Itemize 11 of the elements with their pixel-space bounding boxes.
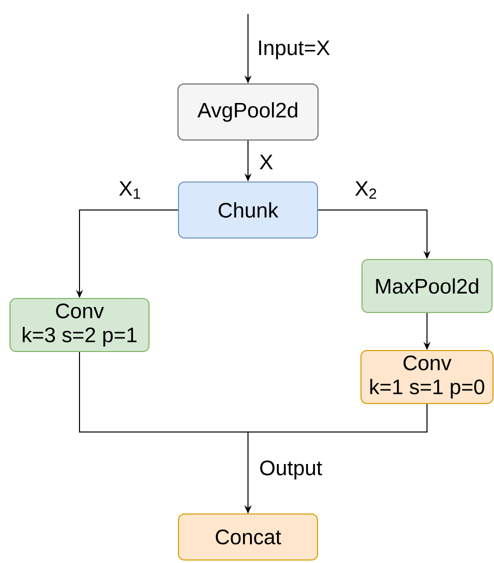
process-box: Chunk [178, 182, 318, 238]
edge-label: X [258, 154, 274, 170]
edge-label: X$_{2}$ [354, 180, 378, 200]
process-box: AvgPool2d [178, 84, 318, 140]
process-box: Conv k=1 s=1 p=0 [360, 350, 494, 404]
process-box: Conv k=3 s=2 p=1 [10, 298, 150, 352]
edge-label: X$_{1}$ [118, 180, 142, 200]
edge-label: Input=X [256, 40, 332, 60]
edge-label: Output [258, 459, 324, 480]
process-box: MaxPool2d [362, 259, 492, 313]
process-box: Concat [178, 514, 318, 560]
